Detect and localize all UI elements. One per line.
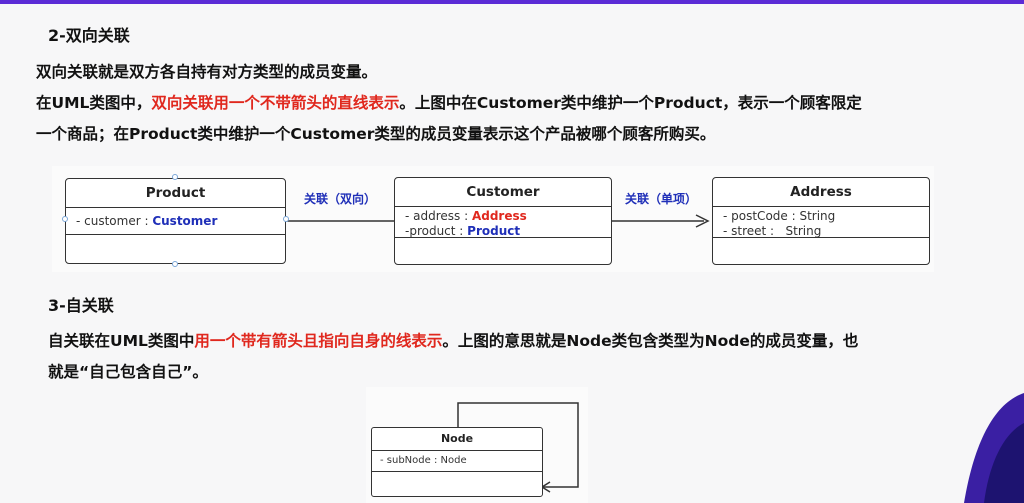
- section3-line1-suffix: 。上图的意思就是Node类包含类型为Node的成员变量，也: [442, 332, 859, 350]
- unidirectional-label: 关联（单项）: [625, 192, 698, 206]
- address-class[interactable]: Address - postCode : String - street : S…: [712, 177, 930, 265]
- customer-attr-address: - address : Address: [405, 209, 527, 223]
- selection-handle-right[interactable]: [283, 216, 289, 222]
- selection-handle-bottom[interactable]: [172, 261, 178, 267]
- product-class-attributes: - customer : Customer: [66, 208, 285, 235]
- bidirectional-label: 关联（双向）: [304, 192, 377, 206]
- address-attr-street: - street : String: [723, 224, 822, 238]
- section2-line3: 一个商品；在Product类中维护一个Customer类型的成员变量表示这个产品…: [36, 125, 716, 143]
- section3-line1-highlight: 用一个带有箭头且指向自身的线表示: [194, 332, 443, 350]
- selection-handle-left[interactable]: [62, 216, 68, 222]
- address-attr-postcode: - postCode : String: [723, 209, 836, 223]
- decorative-corner-shape: [964, 393, 1024, 503]
- node-attr-subnode: - subNode : Node: [372, 451, 542, 472]
- customer-attr-product: -product : Product: [405, 224, 521, 238]
- node-class[interactable]: Node - subNode : Node: [371, 427, 543, 497]
- selection-handle-top[interactable]: [172, 174, 178, 180]
- section3-line1: 自关联在UML类图中用一个带有箭头且指向自身的线表示。上图的意思就是Node类包…: [48, 329, 858, 351]
- node-class-name: Node: [372, 428, 542, 451]
- association-lines: [286, 214, 710, 228]
- section2-line2-suffix: 。上图中在Customer类中维护一个Product，表示一个顾客限定: [399, 94, 862, 112]
- product-class-name: Product: [66, 179, 285, 208]
- product-class[interactable]: Product - customer : Customer: [65, 178, 286, 264]
- association-arrowhead: [695, 214, 710, 228]
- class-diagram-self-association: Node - subNode : Node: [366, 387, 588, 503]
- section3-line2: 就是“自己包含自己”。: [48, 363, 208, 381]
- section2-line1: 双向关联就是双方各自持有对方类型的成员变量。: [36, 63, 378, 81]
- customer-class-name: Customer: [395, 178, 611, 207]
- address-class-name: Address: [713, 178, 929, 207]
- customer-class[interactable]: Customer - address : Address -product : …: [394, 177, 612, 265]
- section3-line1-prefix: 自关联在UML类图中: [48, 332, 195, 350]
- product-attr-name: - customer :: [76, 214, 153, 228]
- section2-line2: 在UML类图中，双向关联用一个不带箭头的直线表示。上图中在Customer类中维…: [36, 91, 862, 113]
- section2-line2-prefix: 在UML类图中，: [36, 94, 152, 112]
- customer-class-attributes: - address : Address -product : Product: [395, 207, 611, 238]
- section2-line2-highlight: 双向关联用一个不带箭头的直线表示: [151, 94, 400, 112]
- product-attr-type: Customer: [152, 214, 218, 228]
- top-accent-bar: [0, 0, 1024, 4]
- section3-heading: 3-自关联: [48, 296, 114, 315]
- address-class-attributes: - postCode : String - street : String: [713, 207, 929, 238]
- section2-heading: 2-双向关联: [48, 26, 130, 45]
- class-diagram-association: Product - customer : Customer 关联（双向） Cus…: [52, 166, 934, 272]
